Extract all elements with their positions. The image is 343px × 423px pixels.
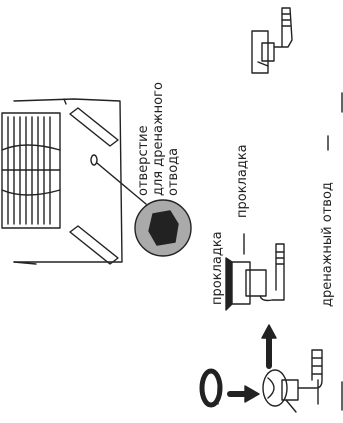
label-hole-line3: отвода bbox=[166, 147, 181, 196]
label-drain-outlet: дренажный отвод bbox=[320, 182, 335, 307]
drain-hole-detail bbox=[134, 199, 192, 257]
label-gasket-top: прокладка bbox=[235, 144, 250, 218]
mounting-strap-top bbox=[69, 107, 119, 147]
assembled-drain-fitting bbox=[251, 7, 293, 74]
loose-drain-fitting bbox=[262, 349, 323, 413]
gasket-ring bbox=[199, 368, 223, 408]
leader-line bbox=[96, 162, 147, 205]
drain-fitting-with-gasket bbox=[225, 243, 285, 311]
label-gasket-left: прокладка bbox=[210, 231, 225, 305]
arrow-up-head-icon bbox=[261, 324, 277, 339]
mounting-strap-bottom bbox=[69, 225, 119, 265]
arrow-right-head-icon bbox=[244, 385, 260, 403]
drain-hole bbox=[90, 154, 98, 166]
label-hole-line1: отверстие bbox=[136, 125, 151, 196]
outdoor-unit bbox=[1, 98, 147, 265]
label-hole-line2: для дренажного bbox=[151, 82, 166, 196]
